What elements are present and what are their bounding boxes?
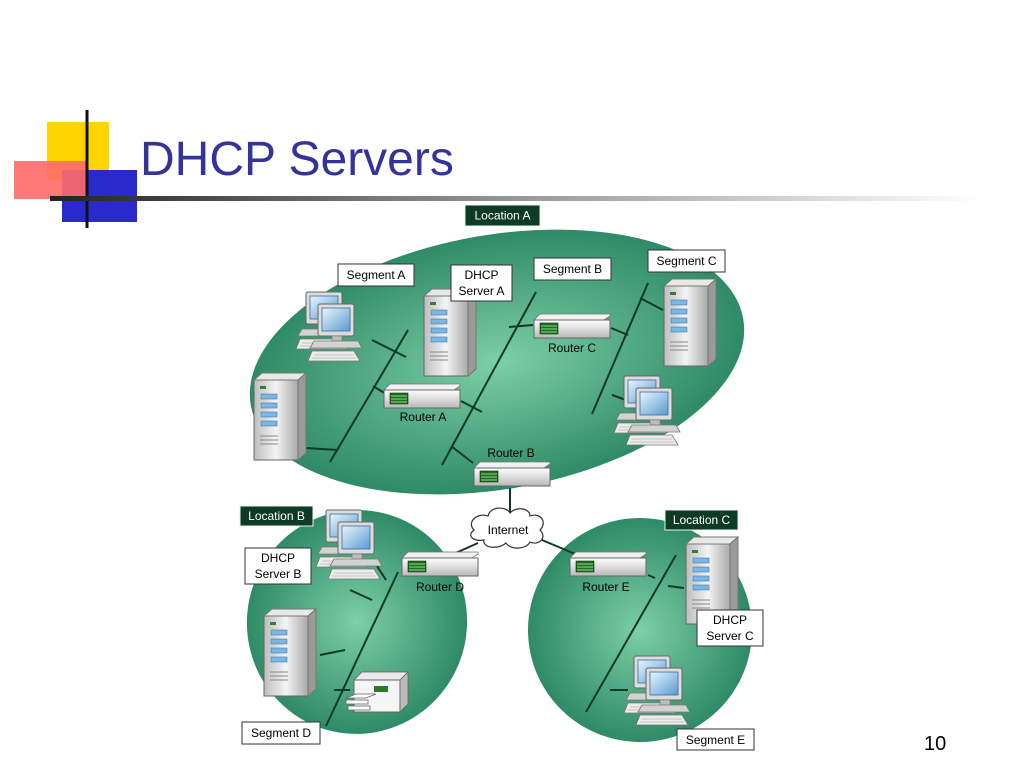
server-segment-d-icon	[263, 608, 317, 697]
segment-e-label: Segment E	[686, 733, 745, 747]
router-e-label: Router E	[582, 580, 629, 594]
link-segA-pcs	[371, 339, 407, 358]
router-a-icon	[383, 383, 461, 409]
router-c-label: Router C	[548, 341, 596, 355]
link-segD-router-d	[376, 565, 387, 581]
link-internet-router-e	[541, 539, 581, 557]
segment-d-label: Segment D	[251, 726, 311, 740]
dhcp-server-a-tag: DHCP Server A	[450, 264, 513, 302]
link-router-e-segE	[647, 574, 656, 579]
segment-e-line	[585, 554, 677, 713]
router-d-label: Router D	[416, 580, 464, 594]
link-segA-server	[305, 447, 339, 451]
dhcp-server-c-tag: DHCP Server C	[696, 609, 764, 647]
dhcp-server-b-line2: Server B	[255, 567, 302, 581]
router-a-label: Router A	[400, 410, 447, 424]
segment-d-line	[325, 571, 399, 727]
segment-a-tag: Segment A	[337, 263, 415, 287]
segment-d-tag: Segment D	[241, 721, 321, 745]
segment-b-line	[441, 291, 537, 466]
location-b-label: Location B	[248, 509, 305, 523]
dhcp-server-c-line1: DHCP	[713, 613, 747, 627]
title-rule	[50, 196, 980, 201]
router-d-icon	[401, 551, 479, 577]
link-segB-router-b	[450, 445, 474, 464]
dhcp-server-a-line2: Server A	[458, 284, 504, 298]
segment-a-label: Segment A	[347, 268, 406, 282]
page-title: DHCP Servers	[140, 133, 454, 186]
corner-logo	[14, 110, 980, 228]
logo-red-square	[14, 161, 87, 199]
server-segment-c-icon	[663, 278, 717, 367]
location-a-label: Location A	[474, 209, 530, 223]
link-segC-server	[639, 297, 664, 311]
location-b-tag: Location B	[239, 505, 314, 527]
router-b-icon	[473, 461, 551, 487]
server-segment-a-icon	[253, 372, 307, 461]
router-b-label: Router B	[487, 446, 534, 460]
segment-c-line	[591, 282, 649, 415]
location-a-tag: Location A	[464, 204, 541, 227]
link-segE-dhcp-c	[667, 585, 685, 589]
page-number: 10	[924, 733, 947, 755]
router-e-icon	[569, 551, 647, 577]
dhcp-server-c-line2: Server C	[706, 629, 754, 643]
dhcp-server-b-line1: DHCP	[261, 551, 295, 565]
dhcp-server-b-tag: DHCP Server B	[244, 547, 312, 585]
link-segD-dhcp-b	[349, 589, 373, 601]
segment-b-tag: Segment B	[533, 257, 612, 281]
link-router-c-segC	[610, 327, 629, 336]
segment-b-label: Segment B	[543, 262, 602, 276]
link-segD-server	[319, 649, 346, 656]
segment-e-tag: Segment E	[676, 728, 755, 751]
router-c-icon	[533, 313, 611, 339]
link-router-a-segB	[460, 400, 483, 413]
internet-cloud-icon	[470, 507, 544, 549]
dhcp-server-a-icon	[423, 288, 477, 377]
link-segB-router-c	[508, 324, 534, 328]
internet-label: Internet	[488, 523, 529, 537]
location-c-label: Location C	[673, 513, 731, 527]
location-c-tag: Location C	[664, 509, 739, 531]
segment-c-tag: Segment C	[647, 249, 726, 273]
segment-c-label: Segment C	[656, 254, 716, 268]
dhcp-server-a-line1: DHCP	[464, 268, 498, 282]
